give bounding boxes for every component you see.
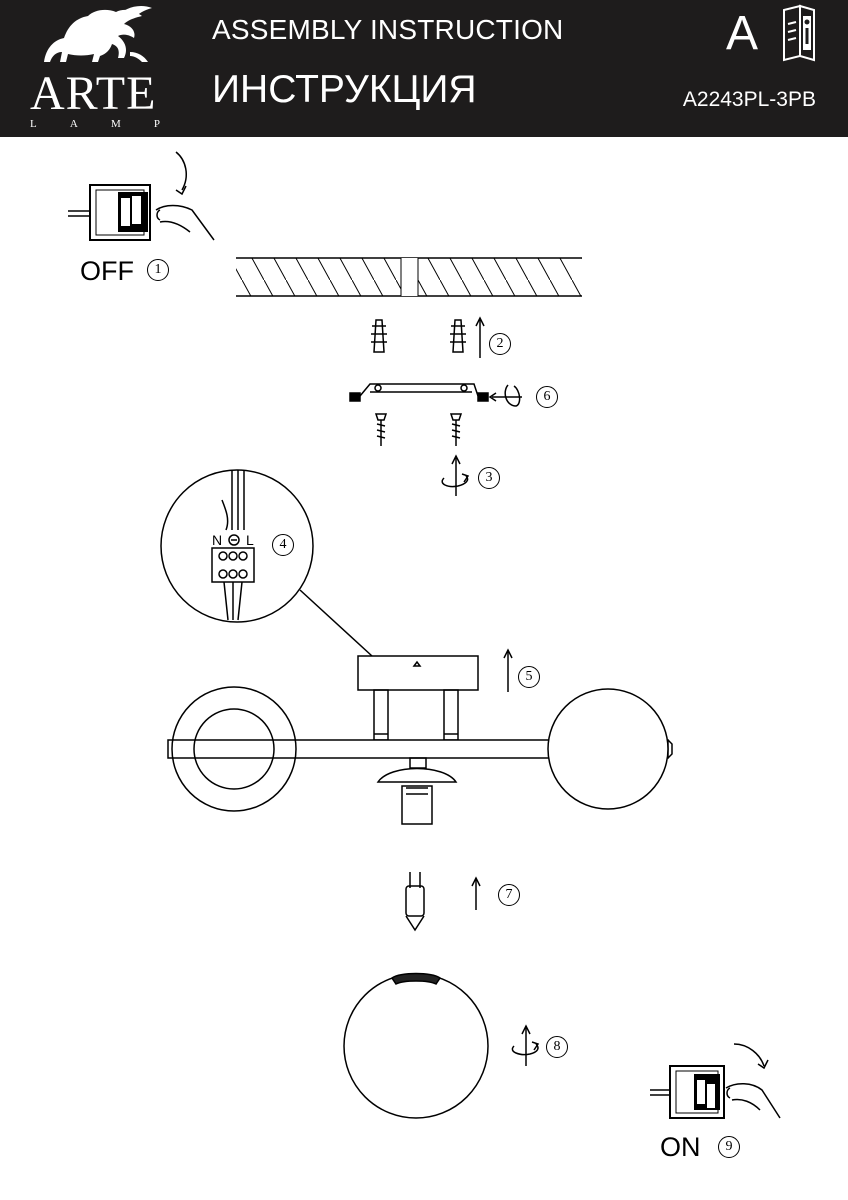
brand-subtitle: L A M P (30, 118, 160, 130)
step-number-9: 9 (718, 1136, 740, 1158)
wall-switch-icon (650, 1065, 725, 1119)
off-label: OFF (80, 256, 134, 286)
terminal-neutral-label: N (212, 532, 222, 548)
step-number-7: 7 (498, 884, 520, 906)
hand-icon (155, 204, 215, 241)
g9-bulb-icon (405, 872, 481, 932)
step-number-4: 4 (272, 534, 294, 556)
terminal-live-label: L (246, 532, 254, 548)
step-number-1: 1 (147, 259, 169, 281)
mounting-bracket (349, 383, 522, 407)
rotate-arrow-icon (733, 1043, 769, 1070)
wall-switch-icon (68, 184, 151, 241)
model-number: A2243PL-3PB (682, 88, 816, 111)
fixture-body (167, 648, 673, 825)
step-number-2: 2 (489, 333, 511, 355)
glass-shade (343, 972, 540, 1119)
ceiling (236, 257, 582, 297)
title-english: ASSEMBLY INSTRUCTION (212, 14, 564, 45)
on-label: ON (660, 1132, 701, 1162)
step-number-8: 8 (546, 1036, 568, 1058)
step-number-6: 6 (536, 386, 558, 408)
manual-info-icon (783, 4, 815, 62)
wiring-detail (160, 469, 373, 657)
header-bar: ARTE L A M P ASSEMBLY INSTRUCTION ИНСТРУ… (0, 0, 848, 137)
wall-plug-icon (371, 316, 485, 358)
step-number-5: 5 (518, 666, 540, 688)
griffin-logo-icon (44, 6, 152, 62)
rotate-arrow-icon (441, 454, 470, 496)
title-russian: ИНСТРУКЦИЯ (212, 68, 477, 111)
step-number-3: 3 (478, 467, 500, 489)
screw-icon (374, 413, 463, 446)
manual-mark-letter: A (726, 7, 759, 60)
hand-icon (725, 1083, 781, 1119)
rotate-arrow-icon (175, 151, 188, 196)
brand-name: ARTE (30, 67, 157, 120)
